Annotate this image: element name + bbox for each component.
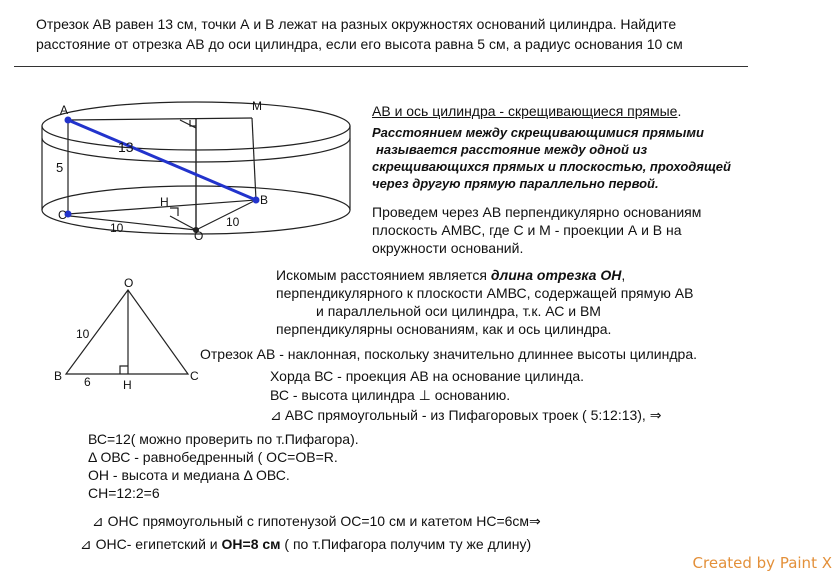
label-5: 5	[56, 160, 63, 175]
plane-line-3: окружности оснований.	[372, 240, 524, 256]
triangle-obc	[64, 288, 190, 375]
problem-line-2: расстояние от отрезка АВ до оси цилиндра…	[36, 36, 683, 52]
calc-line-6-c: ( по т.Пифагора получим ту же длину)	[280, 536, 532, 552]
cylinder-figure: A M C B H O 13 5 10 10	[41, 99, 351, 243]
distance-line-3: и параллельной оси цилиндра, т.к. АС и В…	[316, 303, 601, 319]
segment-mb	[251, 117, 257, 201]
tri-label-6: 6	[84, 375, 91, 389]
label-a: A	[60, 103, 68, 117]
label-10-left: 10	[110, 221, 124, 235]
calc-line-4: СН=12:2=6	[88, 485, 160, 501]
triangle-figure: O B C H 10 6	[54, 276, 199, 392]
definition-line-3: скрещивающихся прямых и плоскостью, прох…	[372, 159, 731, 174]
oblique-line: Отрезок АВ - наклонная, поскольку значит…	[200, 346, 697, 362]
label-10-right: 10	[226, 215, 240, 229]
plane-line-1: Проведем через АВ перпендикулярно основа…	[372, 204, 702, 220]
skew-lines-block: AB и ось цилиндра - скрещивающиеся прямы…	[372, 102, 731, 192]
problem-statement: Отрезок АВ равен 13 см, точки А и В лежа…	[36, 14, 683, 54]
plane-construction-block: Проведем через АВ перпендикулярно основа…	[372, 203, 701, 257]
skew-lines-title-dot: .	[677, 103, 682, 119]
label-h: H	[160, 195, 169, 209]
chord-projection-line: Хорда ВС - проекция АВ на основание цили…	[270, 368, 585, 384]
bc-height-line: ВС - высота цилиндра ⊥ основанию.	[270, 387, 511, 403]
distance-line-1-bold: длина отрезка ОН	[490, 267, 622, 283]
right-angle-mark	[119, 365, 128, 374]
answer-oh: ОН=8 см	[221, 536, 281, 552]
calc-line-3: ОН - высота и медиана Δ ОВС.	[88, 467, 290, 483]
tri-label-c: C	[190, 369, 199, 383]
calc-line-6-a: ⊿ ОНС- египетский и	[80, 536, 222, 552]
plane-line-2: плоскость АМВС, где С и М - проекции А и…	[372, 222, 682, 238]
distance-line-1-a: Искомым расстоянием является	[276, 267, 491, 283]
segment-am	[67, 117, 253, 121]
point-o	[193, 227, 199, 233]
label-13: 13	[118, 139, 134, 155]
label-b: B	[260, 193, 268, 207]
definition-line-4: через другую прямую параллельно первой.	[372, 176, 659, 191]
radius-ob	[195, 199, 257, 231]
calc-line-2: Δ ОВС - равнобедренный ( ОС=ОВ=R.	[88, 449, 338, 465]
distance-line-1: Искомым расстоянием является длина отрез…	[276, 266, 693, 284]
calc-line-1: ВС=12( можно проверить по т.Пифагора).	[88, 431, 359, 447]
distance-block: Искомым расстоянием является длина отрез…	[276, 266, 693, 338]
distance-line-4: перпендикулярны основаниям, как и ось ци…	[276, 321, 612, 337]
right-angle-h	[170, 207, 179, 216]
chord-cb	[67, 199, 257, 215]
problem-line-1: Отрезок АВ равен 13 см, точки А и В лежа…	[36, 16, 677, 32]
segment-ab	[67, 118, 257, 202]
tri-label-b: B	[54, 369, 62, 383]
skew-lines-title: AB и ось цилиндра - скрещивающиеся прямы…	[372, 102, 731, 120]
distance-line-1-c: ,	[621, 267, 626, 283]
label-c: C	[58, 208, 67, 222]
tri-label-o: O	[124, 276, 133, 290]
skew-lines-title-text: AB и ось цилиндра - скрещивающиеся прямы…	[372, 103, 678, 119]
definition-line-2: называется расстояние между одной из	[376, 142, 648, 157]
segment-oh	[169, 215, 197, 231]
top-chord-mark	[179, 119, 197, 129]
label-m: M	[252, 99, 262, 113]
tri-label-10: 10	[76, 327, 90, 341]
distance-line-2: перпендикулярного к плоскости АМВС, соде…	[276, 285, 694, 301]
point-b	[252, 196, 260, 204]
calc-block: ВС=12( можно проверить по т.Пифагора). Δ…	[88, 430, 359, 502]
paintx-watermark: Created by Paint X	[692, 554, 832, 572]
tri-label-h: H	[123, 378, 132, 392]
abc-right-triangle-line: ⊿ ABC прямоугольный - из Пифагоровых тро…	[270, 407, 662, 423]
radius-oc	[69, 215, 197, 231]
calc-line-6: ⊿ ОНС- египетский и ОН=8 см ( по т.Пифаг…	[80, 535, 531, 553]
label-o: O	[194, 229, 203, 243]
point-a	[64, 116, 72, 124]
divider	[14, 66, 748, 67]
definition-line-1: Расстоянием между скрещивающимися прямым…	[372, 125, 704, 140]
right-angle-top	[189, 120, 196, 127]
calc-line-5: ⊿ ОНС прямоугольный с гипотенузой ОС=10 …	[92, 513, 541, 529]
point-c	[64, 210, 72, 218]
